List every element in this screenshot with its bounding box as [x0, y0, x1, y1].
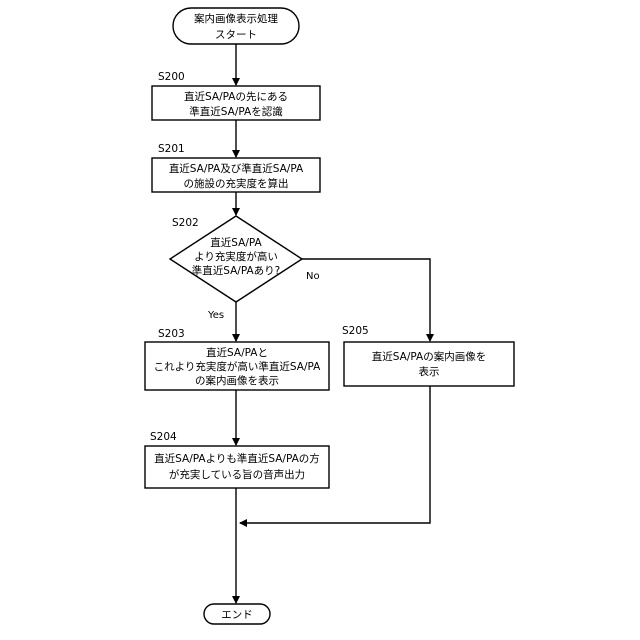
s202-text-line-3: 準直近SA/PAあり? — [192, 264, 281, 277]
s202-step-label: S202 — [172, 217, 199, 229]
s203-step-label: S203 — [158, 328, 185, 340]
s201-step-label: S201 — [158, 143, 185, 155]
end-label: エンド — [221, 609, 253, 621]
s201-text-line-2: の施設の充実度を算出 — [184, 177, 289, 190]
s205-text-line-1: 直近SA/PAの案内画像を — [372, 350, 486, 363]
s201-process-box: 直近SA/PA及び準直近SA/PA の施設の充実度を算出 — [152, 158, 320, 192]
branch-yes-label: Yes — [207, 310, 224, 321]
s202-text-line-1: 直近SA/PA — [210, 236, 262, 249]
s203-text-line-2: これより充実度が高い準直近SA/PA — [154, 360, 322, 373]
branch-no-label: No — [306, 271, 320, 282]
end-terminal: エンド — [204, 604, 270, 624]
s203-process-box: 直近SA/PAと これより充実度が高い準直近SA/PA の案内画像を表示 — [145, 342, 329, 390]
s205-process-box: 直近SA/PAの案内画像を 表示 — [344, 342, 514, 386]
s200-text-line-1: 直近SA/PAの先にある — [184, 90, 288, 103]
s204-text-line-2: が充実している旨の音声出力 — [169, 468, 305, 481]
s200-step-label: S200 — [158, 71, 185, 83]
start-terminal: 案内画像表示処理 スタート — [173, 8, 299, 44]
s200-text-line-2: 準直近SA/PAを認識 — [189, 105, 283, 118]
s204-process-box: 直近SA/PAよりも準直近SA/PAの方 が充実している旨の音声出力 — [145, 446, 329, 488]
s203-text-line-1: 直近SA/PAと — [206, 346, 268, 359]
s204-text-line-1: 直近SA/PAよりも準直近SA/PAの方 — [154, 452, 320, 465]
s203-text-line-3: の案内画像を表示 — [195, 374, 279, 387]
s204-step-label: S204 — [150, 431, 177, 443]
s200-process-box: 直近SA/PAの先にある 準直近SA/PAを認識 — [152, 86, 320, 120]
start-label-line-1: 案内画像表示処理 — [194, 12, 278, 25]
start-label-line-2: スタート — [215, 29, 257, 41]
s205-text-line-2: 表示 — [419, 365, 440, 378]
s202-text-line-2: より充実度が高い — [194, 250, 278, 263]
s205-step-label: S205 — [342, 325, 369, 337]
s201-text-line-1: 直近SA/PA及び準直近SA/PA — [169, 162, 304, 175]
